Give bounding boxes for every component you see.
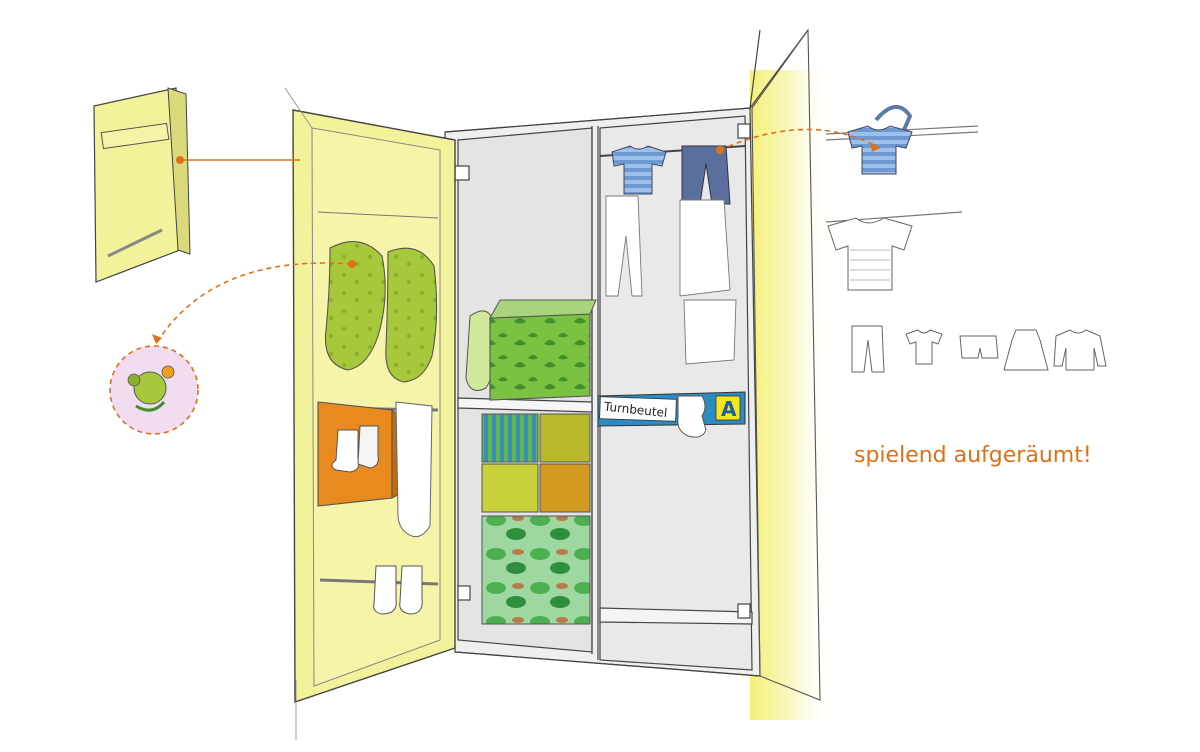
cushion-pouches <box>324 241 438 383</box>
arrow-head-clothes <box>870 142 880 152</box>
connector-dot-clothes <box>716 146 724 154</box>
pants-icon <box>851 325 885 373</box>
hanging-clothes <box>605 145 737 365</box>
tshirt-icon <box>827 217 913 291</box>
arrow-head-applique <box>152 334 162 344</box>
appliqué-flower-icon <box>109 345 199 435</box>
shorts-icon <box>959 335 999 359</box>
hanger-tshirt-icon <box>847 105 913 175</box>
gym-bag-sign: Turnbeutel A <box>597 391 746 438</box>
socks-on-rail <box>373 565 423 615</box>
sock-pocket <box>317 401 405 507</box>
door-detail-icon <box>93 87 191 283</box>
right-door-edge <box>751 28 821 701</box>
connector-dot-pillow <box>348 260 356 268</box>
gym-bag-label: Turnbeutel <box>602 399 668 420</box>
connector-pillow-applique <box>155 262 353 345</box>
connector-dot <box>176 156 184 164</box>
sweater-icon <box>1053 329 1107 371</box>
gym-bag-letter: A <box>721 397 737 421</box>
dress-icon <box>1003 329 1049 371</box>
drawer-stack <box>481 413 591 625</box>
hanging-garment-door <box>395 401 433 538</box>
storage-box-top <box>489 299 597 401</box>
tshirt-small-icon <box>905 329 943 365</box>
connector-clothes-key <box>719 128 881 151</box>
caption: spielend aufgeräumt! <box>854 443 1092 468</box>
wall-glow <box>750 70 830 720</box>
